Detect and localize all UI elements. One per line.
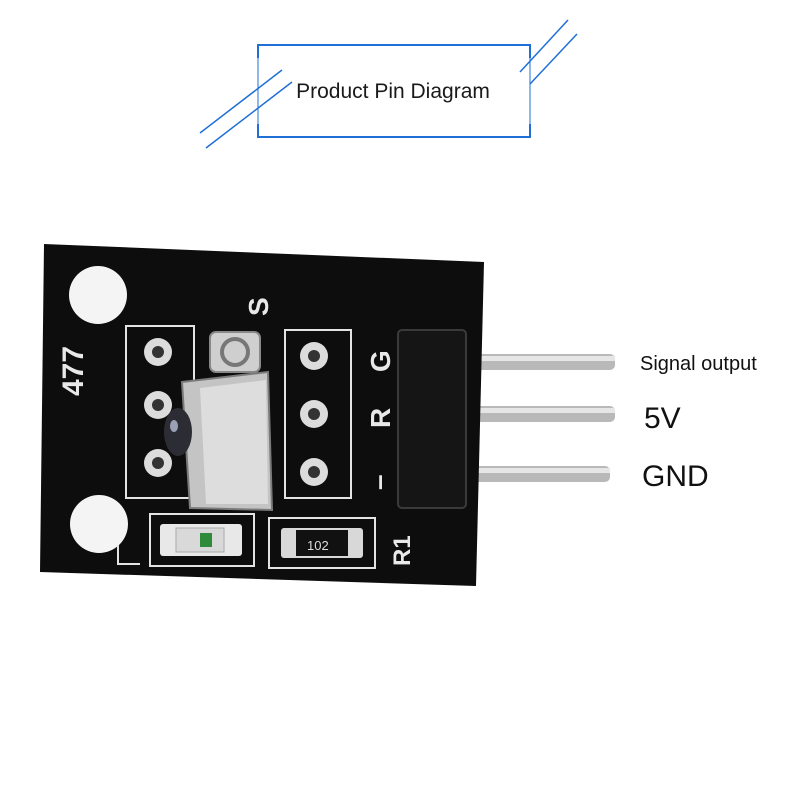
pin-label-5v: 5V: [644, 402, 681, 435]
pcb-board: [40, 244, 484, 586]
silk-r1: R1: [389, 535, 416, 566]
silk-minus: –: [363, 474, 394, 490]
silk-s: S: [243, 297, 274, 316]
page-title: Product Pin Diagram: [296, 80, 490, 103]
resistor-code: 102: [307, 538, 329, 553]
pads-left: [144, 338, 172, 477]
mounting-hole-top: [69, 266, 127, 324]
ir-receiver: [164, 331, 274, 512]
smd-resistor: [281, 528, 363, 558]
silk-g: G: [365, 350, 396, 372]
mounting-hole-bottom: [70, 495, 128, 553]
title-decoration-lines: [199, 19, 578, 149]
silk-r: R: [365, 408, 396, 428]
silk-code: 477: [57, 346, 90, 396]
smd-led: [160, 524, 242, 556]
pads-right: [300, 342, 328, 486]
pin-label-gnd: GND: [642, 460, 709, 493]
pin-header-housing: [397, 329, 467, 509]
pin-label-signal-output: Signal output: [640, 353, 757, 375]
